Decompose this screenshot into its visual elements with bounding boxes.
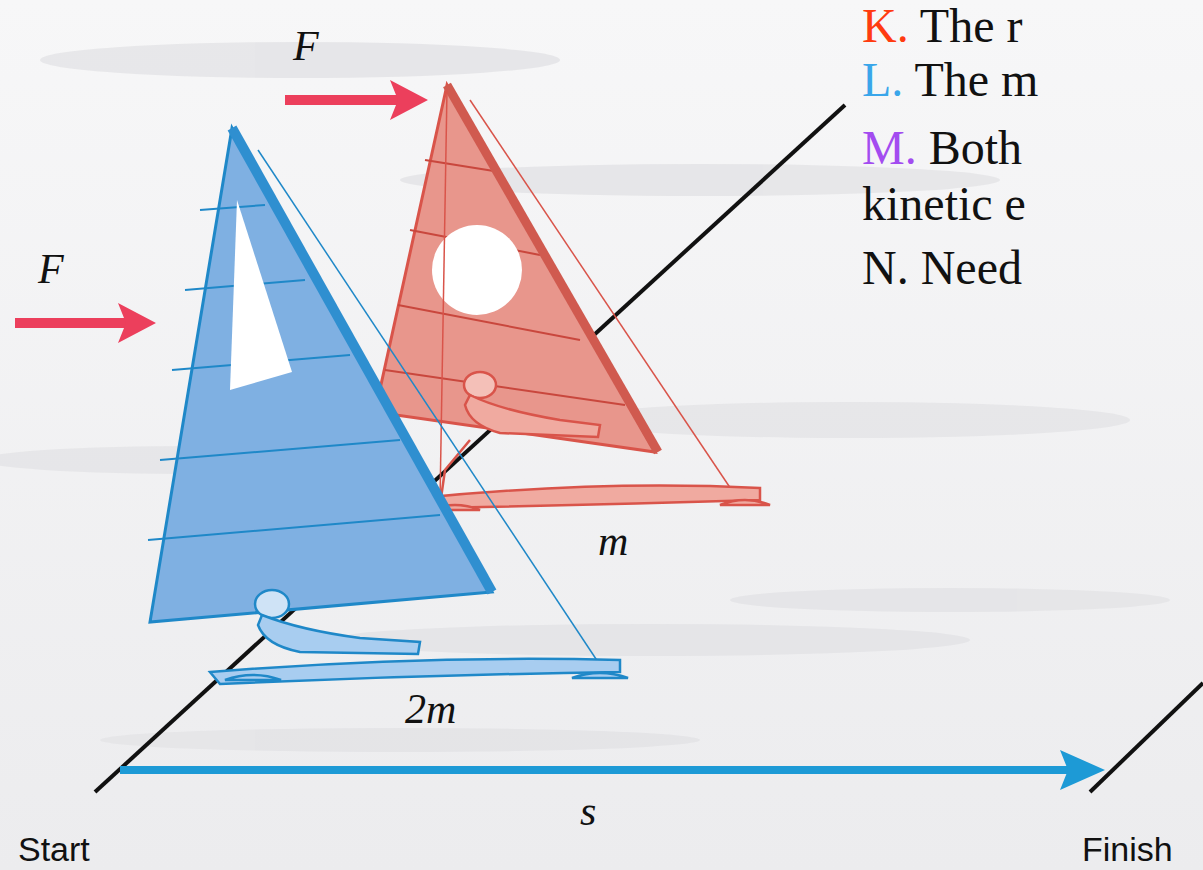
start-label: Start xyxy=(18,832,90,866)
answer-option: K. The r xyxy=(862,2,1022,50)
force-label: F xyxy=(38,248,64,290)
mass-label: 2m xyxy=(405,688,456,730)
distance-label: s xyxy=(580,790,596,832)
answer-option: M. Both xyxy=(862,124,1022,172)
answer-option: kinetic e xyxy=(862,180,1026,228)
answer-option: N. Need xyxy=(862,244,1022,292)
finish-label: Finish xyxy=(1082,832,1173,866)
answer-option: L. The m xyxy=(862,56,1038,104)
mass-label: m xyxy=(598,520,628,562)
force-label: F xyxy=(293,25,319,67)
